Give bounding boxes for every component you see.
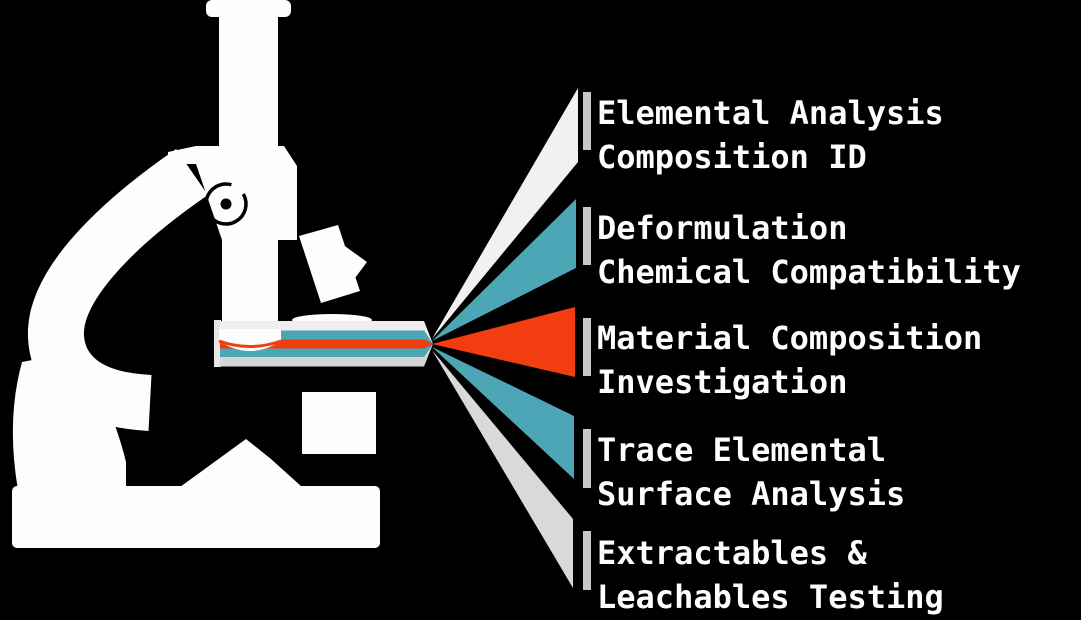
stage-stripe-gray bbox=[220, 344, 433, 367]
objective-barrel bbox=[299, 225, 360, 303]
specimen-stage bbox=[214, 320, 433, 367]
label-line: Composition ID bbox=[597, 138, 867, 176]
ray-extractables bbox=[432, 350, 573, 588]
label-line: Investigation bbox=[597, 363, 848, 401]
connector-bars bbox=[583, 92, 591, 590]
stage-left-edge bbox=[214, 320, 221, 367]
connector-bar-2 bbox=[583, 207, 591, 265]
connector-bar-3 bbox=[583, 318, 591, 376]
connector-bar-5 bbox=[583, 531, 591, 590]
ray-deformulation bbox=[432, 199, 576, 341]
label-line: Elemental Analysis bbox=[597, 94, 944, 132]
label-line: Trace Elemental bbox=[597, 431, 886, 469]
label-line: Extractables & bbox=[597, 534, 867, 572]
objective-attachment bbox=[324, 239, 367, 278]
base-slab bbox=[12, 486, 380, 548]
stage-stripe-white bbox=[220, 321, 433, 344]
stage-bracket bbox=[302, 392, 376, 454]
objective-column bbox=[222, 230, 278, 332]
light-rays bbox=[432, 88, 578, 588]
focus-knob-dot bbox=[220, 198, 232, 210]
label-material-composition: Material Composition Investigation bbox=[597, 316, 982, 404]
label-line: Chemical Compatibility bbox=[597, 253, 1021, 291]
stage-stripe-teal-bottom bbox=[220, 344, 433, 357]
label-deformulation: Deformulation Chemical Compatibility bbox=[597, 206, 1021, 294]
base-mountain bbox=[180, 439, 302, 487]
lens-light-arc bbox=[218, 339, 282, 348]
ray-material-composition bbox=[432, 307, 575, 377]
label-extractables-leachables: Extractables & Leachables Testing bbox=[597, 531, 944, 619]
connector-bar-1 bbox=[583, 92, 591, 150]
ray-elemental-analysis bbox=[432, 88, 578, 339]
arm-foot bbox=[12, 350, 126, 490]
label-line: Deformulation bbox=[597, 209, 848, 247]
microscope-illustration bbox=[12, 0, 380, 548]
label-line: Leachables Testing bbox=[597, 578, 944, 616]
eyepiece-tube bbox=[219, 5, 278, 150]
label-trace-elemental: Trace Elemental Surface Analysis bbox=[597, 428, 905, 516]
connector-bar-4 bbox=[583, 429, 591, 488]
microscope-head bbox=[168, 146, 297, 240]
label-elemental-analysis: Elemental Analysis Composition ID bbox=[597, 91, 944, 179]
ray-trace-elemental bbox=[432, 347, 574, 479]
label-line: Surface Analysis bbox=[597, 475, 906, 513]
focus-knob-ring bbox=[204, 182, 248, 226]
label-line: Material Composition bbox=[597, 319, 983, 357]
